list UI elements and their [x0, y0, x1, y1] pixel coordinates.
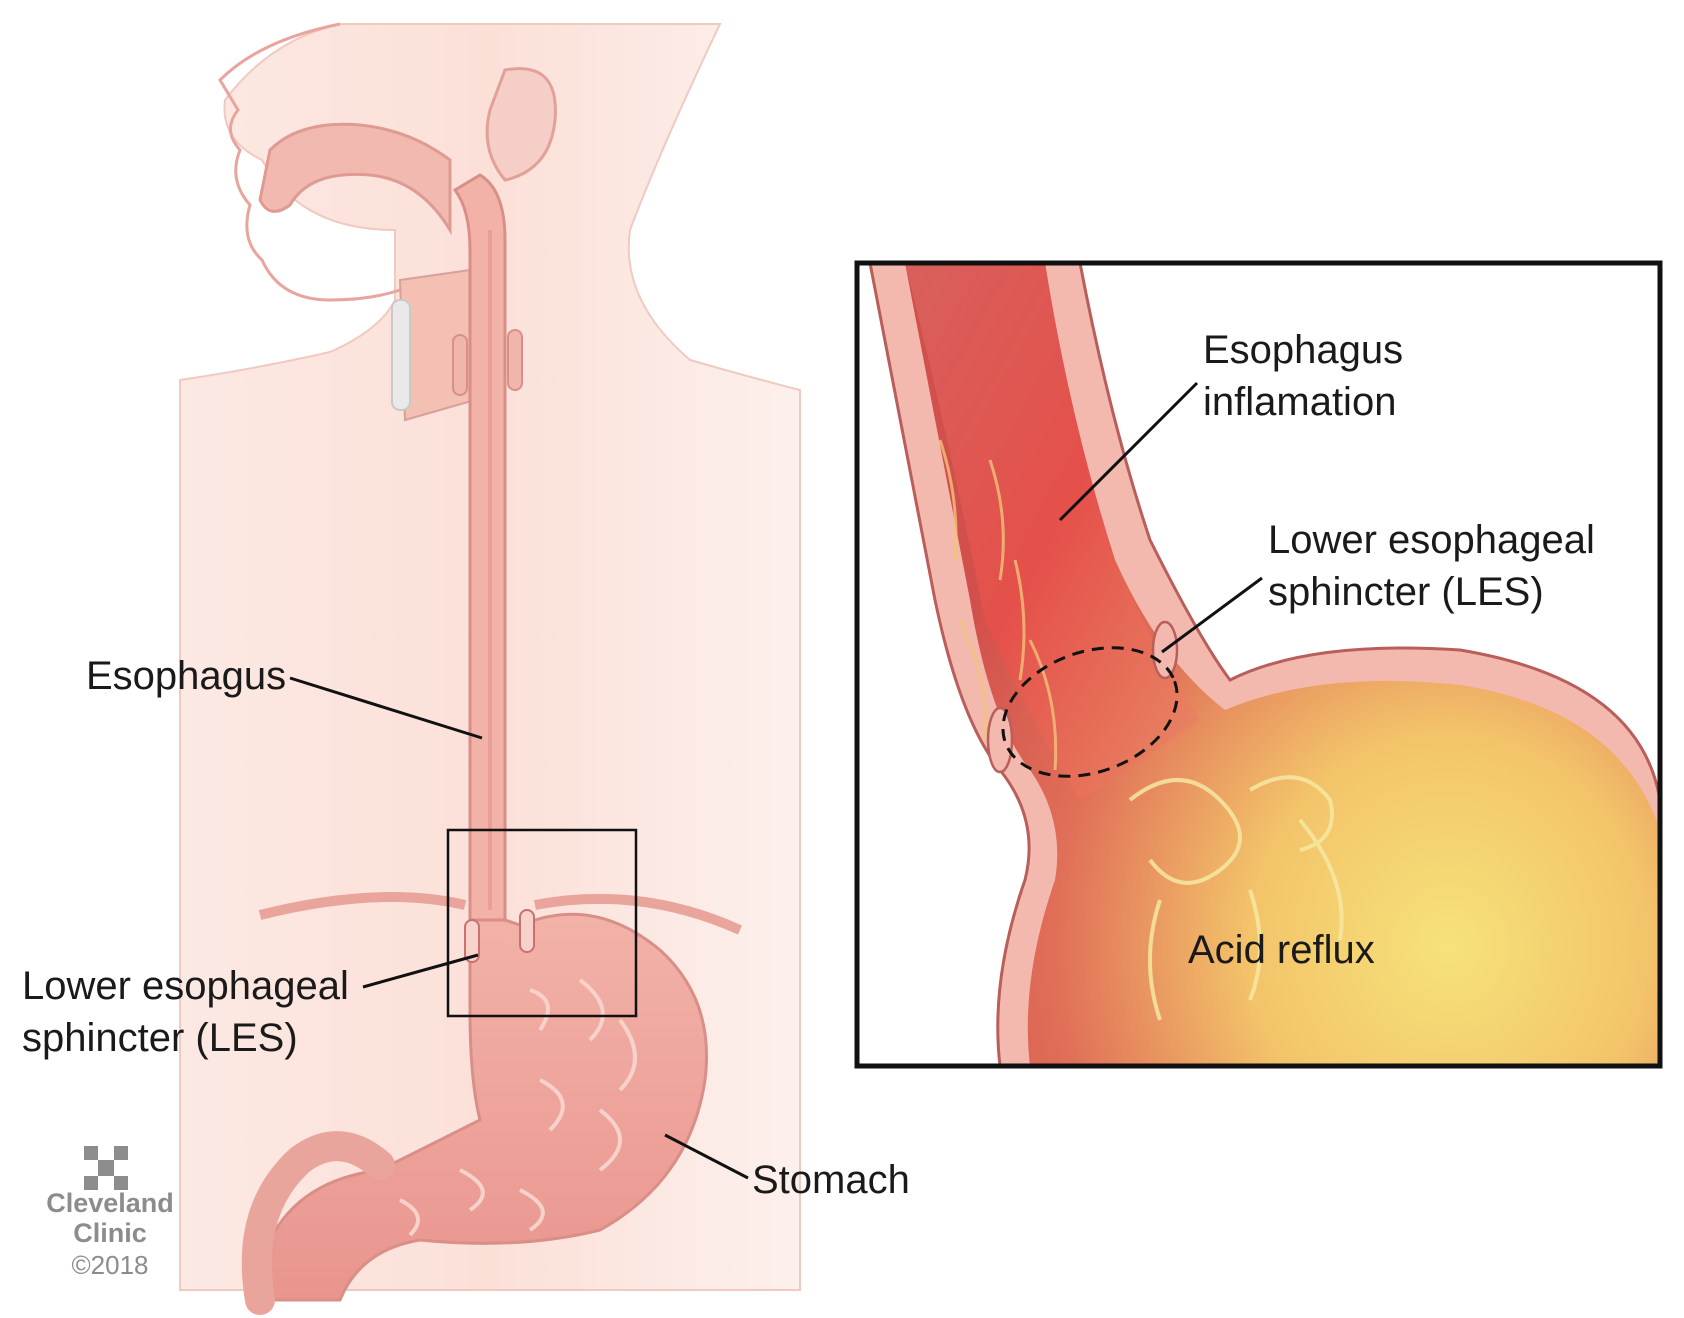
diaphragm [258, 892, 467, 920]
label-les-inset-line1: Lower esophageal [1268, 518, 1595, 562]
logo-spacer [87, 1138, 133, 1184]
brand-name-line1: Cleveland [46, 1188, 174, 1218]
leader-les-inset [1161, 576, 1263, 654]
stomach-shape [255, 912, 709, 1302]
zoom-box [446, 828, 638, 1018]
label-acid-reflux: Acid reflux [1188, 928, 1375, 972]
leader-esophagus [289, 676, 483, 740]
label-inflammation-line2: inflamation [1203, 380, 1397, 424]
face-profile [218, 22, 401, 302]
branding: Cleveland Clinic ©2018 [30, 1138, 190, 1280]
duodenum [241, 1131, 395, 1315]
label-les-left-line1: Lower esophageal [22, 964, 349, 1008]
label-les-left-line2: sphincter (LES) [22, 1016, 298, 1060]
label-inflammation-line1: Esophagus [1203, 328, 1404, 372]
label-stomach: Stomach [752, 1158, 910, 1202]
oral-cavity [258, 122, 452, 236]
leader-stomach [664, 1133, 749, 1180]
copyright: ©2018 [71, 1250, 149, 1280]
inset-frame [854, 260, 1663, 1069]
brand-name-line2: Clinic [73, 1218, 147, 1248]
ear [485, 67, 557, 182]
les-dashed-outline [1001, 646, 1179, 778]
leader-les-left [362, 953, 479, 989]
label-esophagus: Esophagus [86, 654, 287, 698]
label-les-inset-line2: sphincter (LES) [1268, 570, 1544, 614]
inset-art [857, 263, 1660, 1066]
leader-inflammation [1058, 381, 1199, 522]
cleveland-clinic-cross-icon [84, 1146, 128, 1190]
